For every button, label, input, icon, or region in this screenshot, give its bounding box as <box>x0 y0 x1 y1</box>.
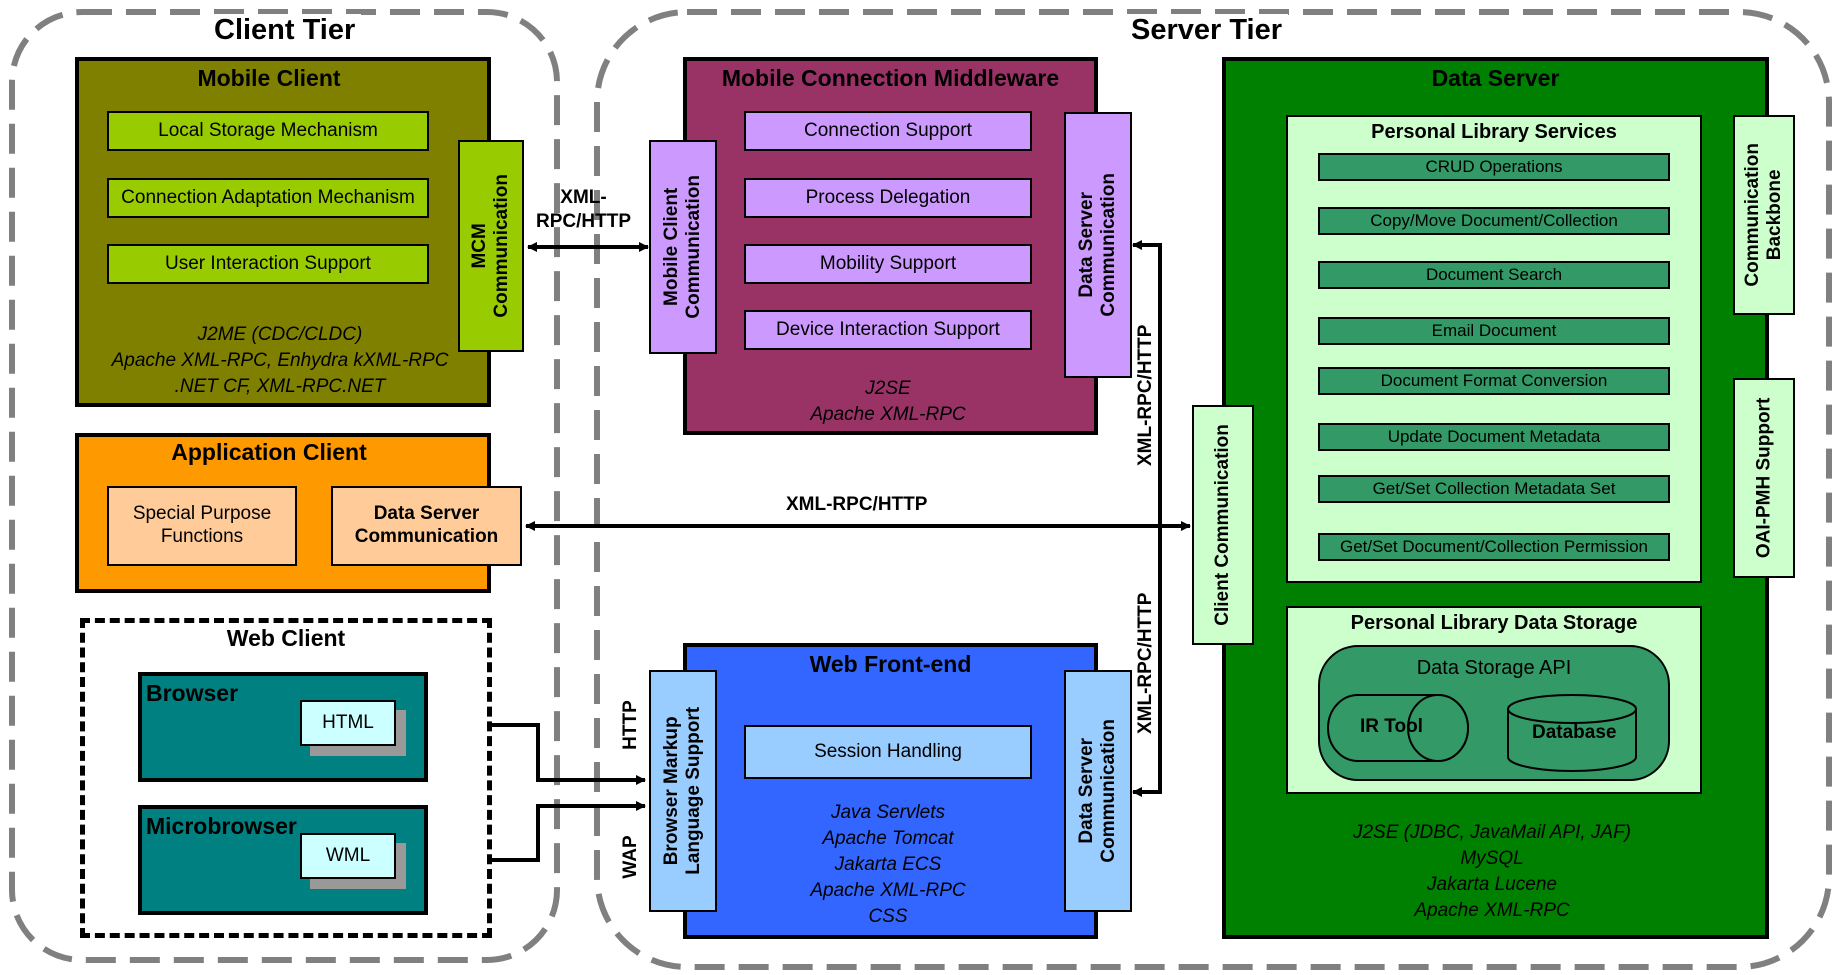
middleware-item: Connection Support <box>744 111 1032 151</box>
pls-item: Get/Set Document/Collection Permission <box>1318 533 1670 561</box>
client-tier-title: Client Tier <box>208 14 362 47</box>
data-storage-api-label: Data Storage API <box>1416 657 1572 679</box>
mobile-item: Connection Adaptation Mechanism <box>107 178 429 218</box>
middleware-item: Device Interaction Support <box>744 310 1032 350</box>
middleware-item: Process Delegation <box>744 178 1032 218</box>
ir-tool-label: IR Tool <box>1360 716 1423 737</box>
mw-ds-link-arrow <box>1132 240 1162 526</box>
mobile-item: User Interaction Support <box>107 244 429 284</box>
personal-library-services-panel: Personal Library Services <box>1286 115 1702 583</box>
mobile-client-communication-label: Mobile Client Communication <box>661 175 704 319</box>
pls-item: Document Search <box>1318 261 1670 289</box>
client-communication: Client Communication <box>1192 405 1254 645</box>
data-server-tech: J2SE (JDBC, JavaMail API, JAF) MySQL Jak… <box>1352 822 1632 921</box>
mobile-client-title: Mobile Client <box>197 65 341 91</box>
oai-pmh-support-label: OAI-PMH Support <box>1753 397 1775 559</box>
special-purpose-functions: Special Purpose Functions <box>107 486 297 566</box>
mobile-item: Local Storage Mechanism <box>107 111 429 151</box>
ir-tool-icon <box>1327 694 1469 762</box>
storage-shapes <box>1327 694 1637 772</box>
web-client-title: Web Client <box>226 625 346 651</box>
web-frontend-ds-communication-label: Data Server Communication <box>1076 719 1119 863</box>
pls-title: Personal Library Services <box>1371 121 1617 143</box>
pls-item: CRUD Operations <box>1318 153 1670 181</box>
web-ds-link-arrow <box>1132 526 1162 797</box>
communication-backbone-label: Communication Backbone <box>1742 143 1785 287</box>
mcm-communication-label: MCM Communication <box>469 174 512 318</box>
pls-item: Update Document Metadata <box>1318 423 1670 451</box>
html-doc-label: HTML <box>300 700 396 746</box>
pls-item: Copy/Move Document/Collection <box>1318 207 1670 235</box>
mobile-client-communication: Mobile Client Communication <box>649 140 717 354</box>
browser-markup-language-support-label: Browser Markup Language Support <box>661 707 705 875</box>
oai-pmh-support: OAI-PMH Support <box>1733 378 1795 578</box>
session-handling: Session Handling <box>744 725 1032 779</box>
browser-box: Browser HTML <box>138 672 428 782</box>
data-storage-title: Personal Library Data Storage <box>1350 612 1638 634</box>
http-label: HTTP <box>620 700 641 750</box>
mcm-communication: MCM Communication <box>458 140 524 352</box>
browser-markup-language-support: Browser Markup Language Support <box>649 670 717 912</box>
browser-title: Browser <box>146 680 239 706</box>
data-server-title: Data Server <box>1431 65 1560 91</box>
middleware-ds-communication-label: Data Server Communication <box>1076 173 1119 317</box>
wap-label: WAP <box>620 835 641 879</box>
pls-item: Email Document <box>1318 317 1670 345</box>
database-icon <box>1507 694 1637 772</box>
wml-doc-label: WML <box>300 833 396 879</box>
mw-ds-link-label: XML-RPC/HTTP <box>1135 324 1156 466</box>
microbrowser-title: Microbrowser <box>146 813 297 839</box>
web-frontend-box: Web Front-end <box>683 643 1098 939</box>
application-client-title: Application Client <box>171 439 367 465</box>
pls-item: Get/Set Collection Metadata Set <box>1318 475 1670 503</box>
web-frontend-ds-communication: Data Server Communication <box>1064 670 1132 912</box>
pls-item: Document Format Conversion <box>1318 367 1670 395</box>
middleware-ds-communication: Data Server Communication <box>1064 112 1132 378</box>
middleware-item: Mobility Support <box>744 244 1032 284</box>
server-tier-title: Server Tier <box>1125 14 1289 47</box>
microbrowser-box: Microbrowser WML <box>138 805 428 915</box>
client-communication-label: Client Communication <box>1212 424 1234 626</box>
app-data-server-communication: Data Server Communication <box>331 486 522 566</box>
communication-backbone: Communication Backbone <box>1733 115 1795 315</box>
web-ds-link-label: XML-RPC/HTTP <box>1135 592 1156 734</box>
web-frontend-title: Web Front-end <box>809 651 972 677</box>
mobile-link-label: XML- RPC/HTTP <box>536 187 631 232</box>
client-tier-boundary <box>9 9 560 963</box>
middleware-title: Mobile Connection Middleware <box>721 65 1060 91</box>
mobile-client-tech: J2ME (CDC/CLDC) Apache XML-RPC, Enhydra … <box>111 324 449 397</box>
database-label: Database <box>1532 722 1617 743</box>
app-link-label: XML-RPC/HTTP <box>786 494 928 515</box>
middleware-tech: J2SE Apache XML-RPC <box>810 378 966 425</box>
web-frontend-tech: Java Servlets Apache Tomcat Jakarta ECS … <box>810 802 966 927</box>
